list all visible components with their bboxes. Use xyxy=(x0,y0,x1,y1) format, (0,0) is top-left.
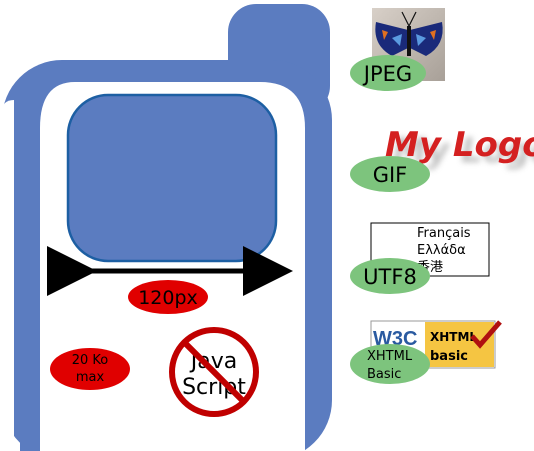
checkmark-icon xyxy=(470,320,502,349)
width-label: 120px xyxy=(138,287,198,309)
w3c-xhtml-basic-badge: W3C XHTML basic xyxy=(370,320,502,369)
badge-basic-text: basic xyxy=(430,349,468,364)
utf8-badge xyxy=(350,258,430,294)
badge-xhtml-text: XHTML xyxy=(430,330,477,344)
width-badge xyxy=(128,280,208,314)
prohibition-circle xyxy=(169,327,259,417)
format-xhtml-basic: W3C XHTML basic XHTML Basic xyxy=(350,320,502,384)
utf8-line2: Ελλάδα xyxy=(417,243,466,258)
no-javascript-icon: Java Script xyxy=(169,327,259,417)
size-label-line2: max xyxy=(76,370,105,385)
xhtml-badge xyxy=(350,344,430,384)
jpeg-badge xyxy=(350,55,426,91)
logo-text: My Logo xyxy=(385,125,534,165)
format-utf8: Français Ελλάδα 香港 UTF8 xyxy=(350,222,490,294)
gif-label: GIF xyxy=(373,163,408,187)
phone-left-edge xyxy=(2,100,14,451)
utf8-label: UTF8 xyxy=(363,265,417,289)
phone-screen xyxy=(66,93,278,263)
xhtml-label-line2: Basic xyxy=(367,367,401,382)
utf8-line1: Français xyxy=(417,226,471,241)
format-gif: My Logo My Logo GIF xyxy=(350,125,534,192)
format-jpeg: JPEG xyxy=(350,8,445,91)
gif-badge xyxy=(350,156,430,192)
jpeg-label: JPEG xyxy=(362,62,412,86)
xhtml-label-line1: XHTML xyxy=(367,349,413,364)
size-label-line1: 20 Ko xyxy=(72,353,109,368)
size-badge xyxy=(50,348,130,390)
prohibition-slash xyxy=(181,339,247,405)
phone: 120px 20 Ko max Java Script xyxy=(2,4,332,451)
